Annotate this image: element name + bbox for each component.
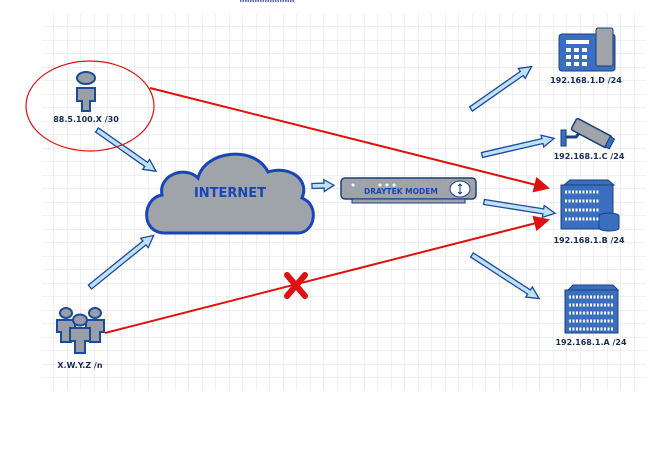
camera-label: 192.168.1.C /24 <box>554 152 625 161</box>
server-b-icon <box>560 179 620 232</box>
arrow-icon <box>469 252 541 300</box>
modem-icon <box>340 177 477 204</box>
phone-icon <box>558 27 616 72</box>
server-a-label: 192.168.1.A /24 <box>555 338 627 347</box>
blocked-connection-line <box>104 215 550 334</box>
modem-label: DRAYTEK MODEM <box>364 187 438 196</box>
flow-arrows <box>87 65 557 300</box>
arrow-icon <box>480 134 556 159</box>
user-group-icon <box>56 307 105 354</box>
arrow-icon <box>482 198 557 219</box>
phone-label: 192.168.1.D /24 <box>550 76 622 85</box>
server-a-icon <box>564 284 620 334</box>
arrow-icon <box>94 127 158 173</box>
highlight-ellipse <box>25 60 155 152</box>
server-b-label: 192.168.1.B /24 <box>553 236 624 245</box>
grid-background <box>42 14 646 390</box>
camera-icon <box>560 117 616 150</box>
arrow-icon <box>87 234 155 290</box>
internet-cloud-icon <box>145 152 315 235</box>
remote-user-label: 88.5.100.X /30 <box>53 115 119 124</box>
blocked-x-icon <box>284 272 308 299</box>
internet-label: INTERNET <box>194 186 266 201</box>
arrow-icon <box>468 65 533 112</box>
group-label: X.W.Y.Z /n <box>57 361 102 370</box>
user-icon <box>76 71 96 112</box>
arrow-icon <box>311 178 336 193</box>
allowed-connection-line <box>149 87 550 193</box>
